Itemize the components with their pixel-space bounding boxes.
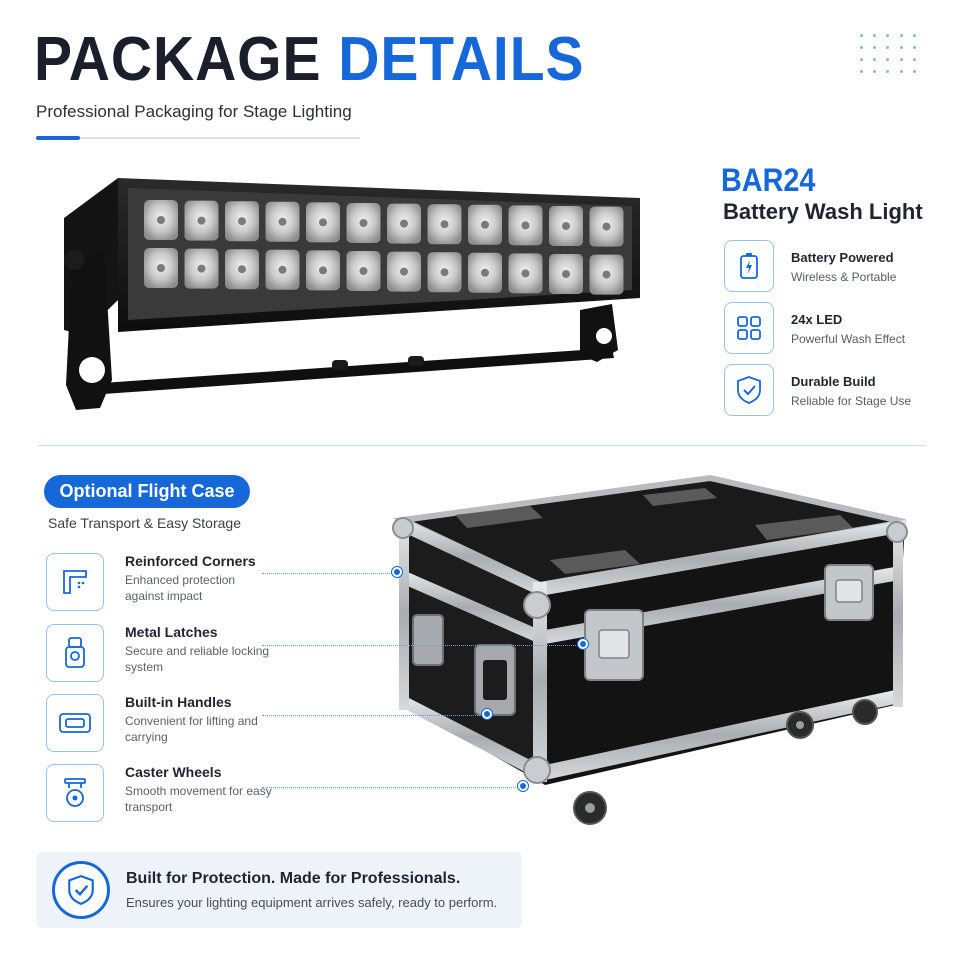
case-feature-subtitle: Convenient for lifting and carrying [125,714,258,744]
led-center [197,264,206,273]
caster-wheel-icon [46,764,104,822]
subtitle-rule [36,136,360,140]
leader-dot-latches [578,639,588,649]
product-feature-battery: Battery Powered Wireless & Portable [724,240,934,292]
leader-line-casters [262,787,524,788]
leader-dot-casters [518,781,528,791]
product-feature-led: 24x LED Powerful Wash Effect [724,302,934,354]
protection-banner: Built for Protection. Made for Professio… [36,852,522,928]
page-title: PACKAGE DETAILS [34,22,584,98]
led-center [400,219,408,228]
led-center [197,216,206,225]
led-center [278,217,287,226]
leader-dot-handles [482,709,492,719]
led-center [440,268,449,277]
led-center [521,269,530,278]
case-feature-title: Caster Wheels [125,764,222,780]
feature-title: Durable Build [791,374,876,389]
latch-icon [46,624,104,682]
led-center [602,270,611,279]
led-center [481,220,489,229]
led-center [238,217,246,226]
case-feature-casters: Caster Wheels Smooth movement for easy t… [46,764,306,822]
grid-icon [724,302,774,354]
flight-case-image [392,474,908,825]
led-center [359,219,368,227]
led-center [440,220,449,229]
banner-subtitle: Ensures your lighting equipment arrives … [126,895,498,910]
product-name: BAR24 [721,162,816,198]
page-subtitle: Professional Packaging for Stage Lightin… [36,102,352,121]
led-center [157,216,165,224]
led-center [481,268,489,277]
shield-check-icon [52,861,110,919]
case-feature-latches: Metal Latches Secure and reliable lockin… [46,624,306,682]
leader-line-corners [262,573,398,574]
light-bar-image [64,178,640,410]
led-center [602,222,611,231]
led-center [238,265,246,274]
led-center [359,267,368,275]
battery-icon [724,240,774,292]
product-feature-durable: Durable Build Reliable for Stage Use [724,364,934,416]
case-feature-title: Built-in Handles [125,694,232,710]
corner-icon [46,553,104,611]
title-part-2: DETAILS [338,25,585,94]
title-part-1: PACKAGE [34,25,322,94]
flight-case-subheading: Safe Transport & Easy Storage [48,515,241,531]
feature-subtitle: Reliable for Stage Use [791,394,912,408]
led-center [562,222,570,230]
feature-title: Battery Powered [791,250,894,265]
shield-check-icon [724,364,774,416]
decorative-dot-grid [860,34,926,82]
product-description: Battery Wash Light [723,199,923,224]
led-center [319,266,327,275]
feature-subtitle: Wireless & Portable [791,270,897,284]
led-center [157,264,165,272]
led-center [562,270,570,278]
leader-line-latches [262,645,582,646]
feature-title: 24x LED [791,312,843,327]
led-center [319,218,327,227]
case-feature-title: Reinforced Corners [125,553,256,569]
case-feature-subtitle: Secure and reliable locking system [125,644,270,674]
led-center [521,221,530,230]
led-center [278,265,287,274]
section-divider [38,445,926,446]
case-feature-corners: Reinforced Corners Enhanced protection a… [46,553,306,611]
leader-line-handles [262,715,488,716]
case-feature-subtitle: Enhanced protection against impact [125,573,236,603]
banner-title: Built for Protection. Made for Professio… [126,870,461,887]
feature-subtitle: Powerful Wash Effect [791,332,906,346]
flight-case-heading: Optional Flight Case [44,475,250,508]
case-feature-title: Metal Latches [125,624,218,640]
case-feature-handles: Built-in Handles Convenient for lifting … [46,694,306,752]
led-center [400,267,408,276]
leader-dot-corners [392,567,402,577]
case-feature-subtitle: Smooth movement for easy transport [125,784,272,814]
handle-icon [46,694,104,752]
